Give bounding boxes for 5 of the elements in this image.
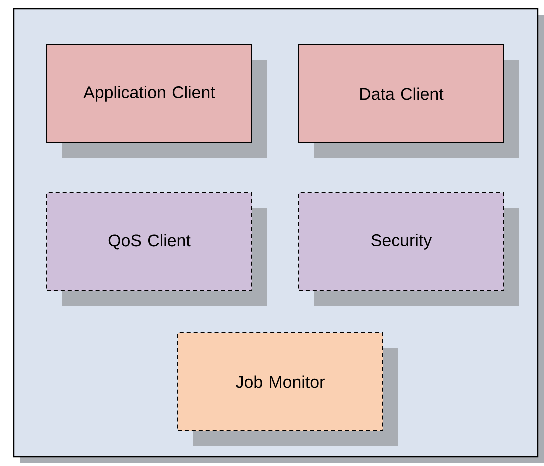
component-box: Security xyxy=(298,192,519,306)
component-box: QoS Client xyxy=(46,192,267,306)
component-box: Application Client xyxy=(46,44,267,158)
component-box: Data Client xyxy=(298,44,519,158)
component-box: Job Monitor xyxy=(178,332,398,446)
